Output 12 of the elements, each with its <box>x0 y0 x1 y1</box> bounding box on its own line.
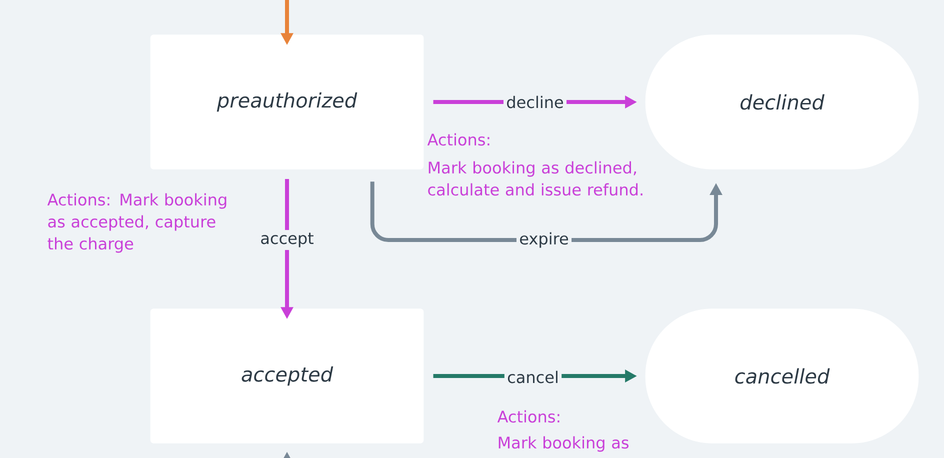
state-pill: declined <box>645 34 919 170</box>
edge-label: cancel <box>504 368 562 386</box>
state-pill: cancelled <box>645 308 919 444</box>
state-box: preauthorized <box>150 34 424 170</box>
action-note: Actions: Mark booking as accepted, capture the charge <box>47 193 226 253</box>
action-note: Mark booking as <box>498 436 628 452</box>
state-box: accepted <box>150 308 424 444</box>
action-note: Mark booking as declined, calculate and issue refund. <box>428 161 642 196</box>
edge-label: expire <box>516 230 572 250</box>
edge-label: accept <box>258 230 316 250</box>
edge-label: decline <box>504 93 567 111</box>
action-note: Actions: <box>497 410 560 423</box>
